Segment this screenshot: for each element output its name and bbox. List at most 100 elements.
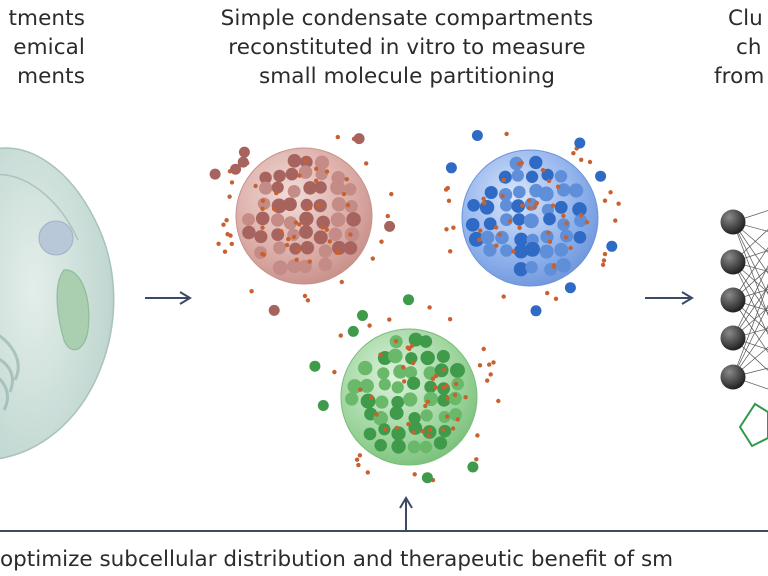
scaffold-bead xyxy=(318,257,333,272)
small-molecule xyxy=(550,203,556,208)
small-molecule xyxy=(370,256,375,261)
scaffold-bead xyxy=(529,155,543,170)
scaffold-bead xyxy=(272,260,288,276)
scaffold-bead xyxy=(318,244,333,258)
scaffold-bead xyxy=(419,335,433,348)
small-molecule xyxy=(389,191,394,197)
scaffold-bead xyxy=(313,230,328,245)
caption-line: tments xyxy=(8,6,85,31)
scaffold-bead xyxy=(347,325,359,337)
scaffold-bead xyxy=(595,170,607,182)
small-molecule xyxy=(297,222,302,227)
small-molecule xyxy=(294,257,299,262)
scaffold-bead xyxy=(391,426,406,441)
scaffold-bead xyxy=(479,200,495,215)
small-molecule xyxy=(324,169,330,174)
network-node xyxy=(720,364,746,390)
small-molecule xyxy=(272,206,277,212)
small-molecule xyxy=(613,218,618,223)
small-molecule xyxy=(601,258,607,263)
small-molecule xyxy=(478,228,483,233)
small-molecule xyxy=(338,333,343,338)
small-molecule xyxy=(584,220,590,225)
small-molecule xyxy=(260,206,265,211)
scaffold-bead xyxy=(525,170,539,183)
scaffold-bead xyxy=(283,216,298,230)
scaffold-bead xyxy=(556,257,571,273)
network-edge xyxy=(732,283,768,378)
scaffold-bead xyxy=(238,146,250,158)
scaffold-bead xyxy=(254,230,268,244)
small-molecule xyxy=(394,425,399,431)
small-molecule xyxy=(443,187,449,192)
small-molecule xyxy=(602,251,608,257)
small-molecule xyxy=(279,229,284,234)
small-molecule xyxy=(427,427,433,432)
small-molecule xyxy=(406,421,411,427)
scaffold-bead xyxy=(363,427,377,441)
small-molecule xyxy=(324,227,329,232)
small-molecule xyxy=(475,433,480,438)
small-molecule xyxy=(284,242,290,248)
small-molecule xyxy=(579,157,584,162)
scaffold-bead xyxy=(554,200,568,214)
scaffold-bead xyxy=(314,155,330,170)
neural-network xyxy=(720,209,768,390)
scaffold-bead xyxy=(403,294,414,306)
caption-line: ments xyxy=(17,64,85,89)
small-molecule xyxy=(519,160,524,166)
scaffold-bead xyxy=(436,349,450,363)
network-edge xyxy=(732,247,768,301)
scaffold-bead xyxy=(445,162,457,174)
small-molecule xyxy=(555,184,561,189)
scaffold-bead xyxy=(299,225,313,239)
small-molecule xyxy=(433,373,439,379)
scaffold-bead xyxy=(511,199,526,213)
scaffold-bead xyxy=(572,202,587,217)
small-molecule xyxy=(320,225,325,230)
scaffold-bead xyxy=(513,185,526,199)
scaffold-bead xyxy=(299,211,314,226)
caption-line: from xyxy=(714,64,765,89)
scaffold-bead xyxy=(309,360,321,372)
network-edge xyxy=(732,304,768,378)
cell-mitochondrion xyxy=(56,269,90,351)
scaffold-bead xyxy=(387,348,403,364)
scaffold-bead xyxy=(343,241,358,255)
small-molecule xyxy=(496,398,501,404)
small-molecule xyxy=(441,367,447,373)
scaffold-bead xyxy=(242,213,255,226)
scaffold-bead xyxy=(574,214,588,228)
scaffold-bead xyxy=(541,203,554,216)
small-molecule xyxy=(348,232,353,237)
scaffold-bead xyxy=(406,376,421,390)
small-molecule xyxy=(482,201,487,206)
small-molecule xyxy=(564,235,569,240)
small-molecule xyxy=(216,241,221,246)
small-molecule xyxy=(354,457,360,462)
small-molecule xyxy=(500,193,505,199)
small-molecule xyxy=(229,241,234,247)
small-molecule xyxy=(526,198,532,203)
small-molecule xyxy=(420,429,425,434)
small-molecule xyxy=(412,472,417,477)
small-molecule xyxy=(477,363,483,368)
scaffold-bead xyxy=(422,425,437,439)
scaffold-bead xyxy=(509,156,524,171)
network-node xyxy=(720,287,746,313)
scaffold-bead xyxy=(495,230,509,245)
small-molecule xyxy=(302,293,308,299)
scaffold-bead xyxy=(237,156,249,168)
small-molecule xyxy=(374,412,379,417)
bottom-caption: optimize subcellular distribution and th… xyxy=(0,547,674,572)
small-molecule xyxy=(382,427,388,432)
cell-er xyxy=(0,334,20,411)
caption-line: ch xyxy=(736,35,762,60)
scaffold-bead xyxy=(353,133,365,145)
scaffold-bead xyxy=(513,262,529,277)
small-molecule xyxy=(520,203,525,208)
scaffold-bead xyxy=(254,246,267,259)
small-molecule xyxy=(547,239,553,244)
scaffold-bead xyxy=(317,400,329,411)
